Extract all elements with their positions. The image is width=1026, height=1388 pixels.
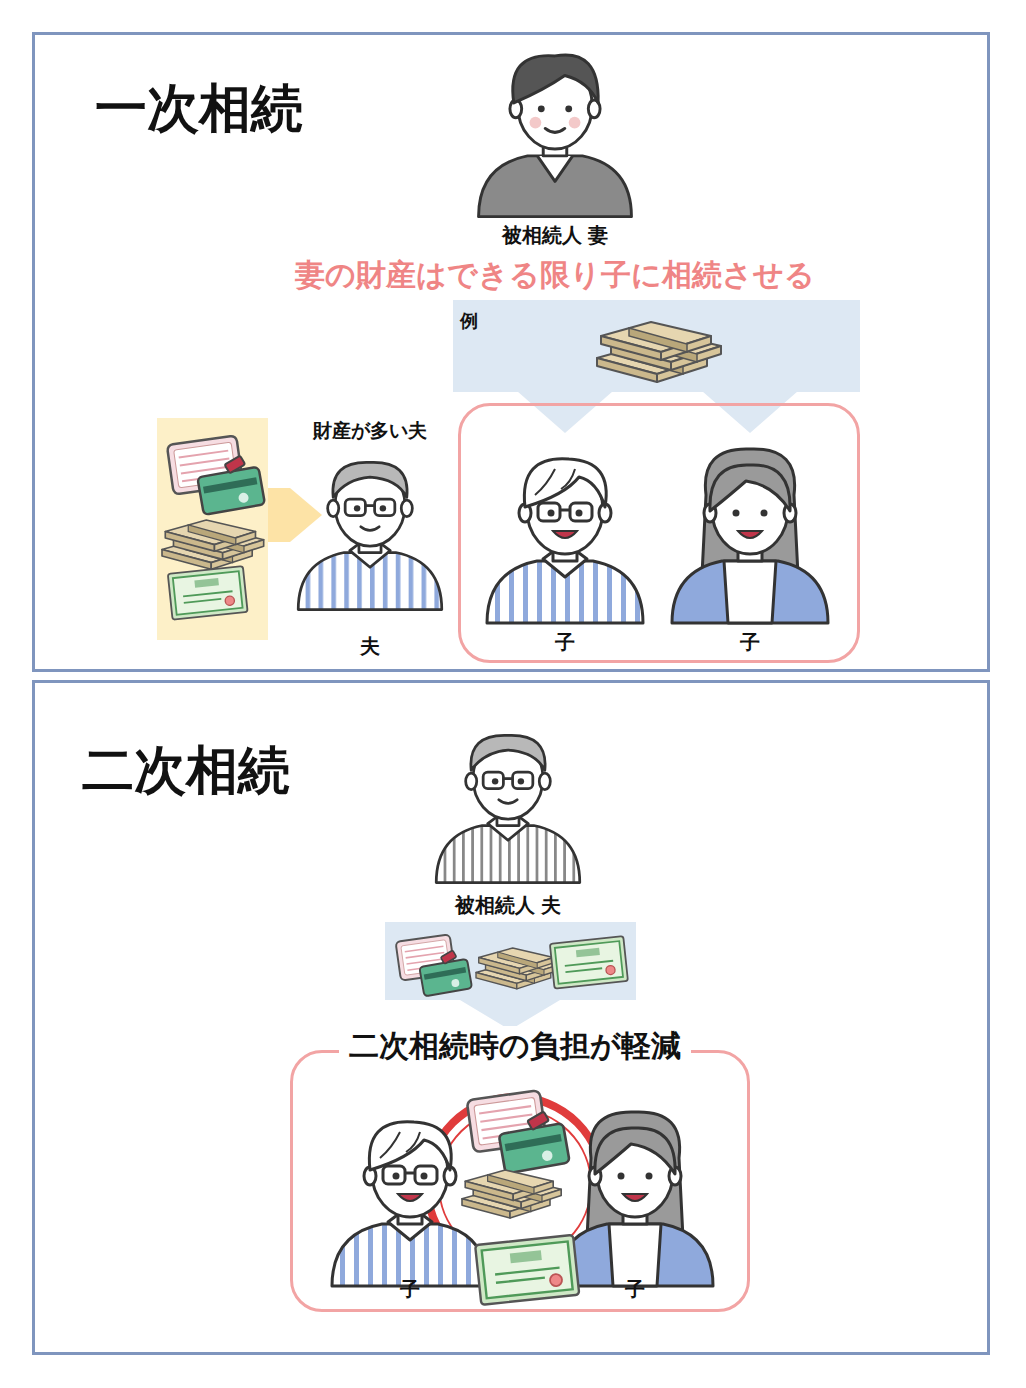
example-band: 例 xyxy=(453,300,860,392)
heir-label: 子 xyxy=(625,1276,645,1303)
group-heading: 二次相続時の負担が軽減 xyxy=(339,1026,691,1067)
person-label: 夫 xyxy=(360,633,380,660)
heir-label: 子 xyxy=(740,629,760,656)
person-label: 被相続人 妻 xyxy=(502,222,609,249)
flow-arrow xyxy=(517,391,613,433)
person-label: 財産が多い夫 xyxy=(313,418,427,444)
panel: 二次相続二次相続時の負担が軽減子 子 xyxy=(32,680,990,1355)
note-text: 妻の財産はできる限り子に相続させる xyxy=(295,255,815,296)
panel-title: 一次相続 xyxy=(95,74,303,144)
flow-arrow xyxy=(702,391,798,433)
heirs-group: 子子 xyxy=(458,403,860,663)
heir-label: 子 xyxy=(555,629,575,656)
heirs-group: 二次相続時の負担が軽減子子 xyxy=(290,1050,750,1312)
example-label: 例 xyxy=(460,309,478,333)
panel-title: 二次相続 xyxy=(82,736,290,806)
heir-label: 子 xyxy=(400,1276,420,1303)
person-label: 被相続人 夫 xyxy=(455,892,562,919)
panel: 一次相続例子子 xyxy=(32,32,990,672)
